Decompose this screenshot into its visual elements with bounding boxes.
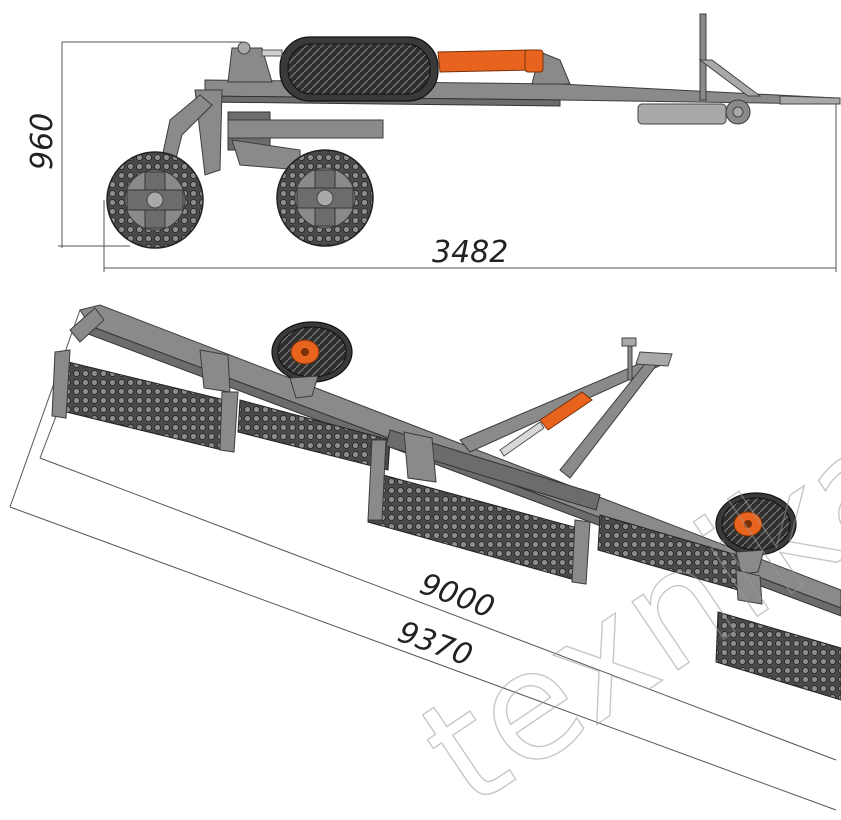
side-transport-wheel xyxy=(279,36,439,102)
height-dimension-label: 960 xyxy=(25,113,60,170)
side-view: 960 3482 xyxy=(25,13,841,272)
side-roller-front xyxy=(276,149,374,247)
iso-wheel-right xyxy=(715,492,797,575)
iso-roller-far-right xyxy=(715,611,841,701)
iso-wheel-left xyxy=(271,321,353,399)
iso-view: 9000 9370 xyxy=(9,304,841,811)
iso-roller-left xyxy=(51,349,239,453)
side-roller-rear xyxy=(106,151,204,249)
side-hydraulic-cylinder xyxy=(261,49,544,73)
iso-hydraulic-cylinder xyxy=(499,391,593,457)
iso-roller-center xyxy=(367,439,591,585)
side-front-cylinder xyxy=(637,99,751,125)
iso-drawbar xyxy=(385,337,673,511)
iso-brackets xyxy=(199,349,763,605)
iso-roller-left-rear xyxy=(237,399,391,471)
length-dimension-label: 3482 xyxy=(432,235,508,270)
side-dimension-lines xyxy=(58,41,837,272)
